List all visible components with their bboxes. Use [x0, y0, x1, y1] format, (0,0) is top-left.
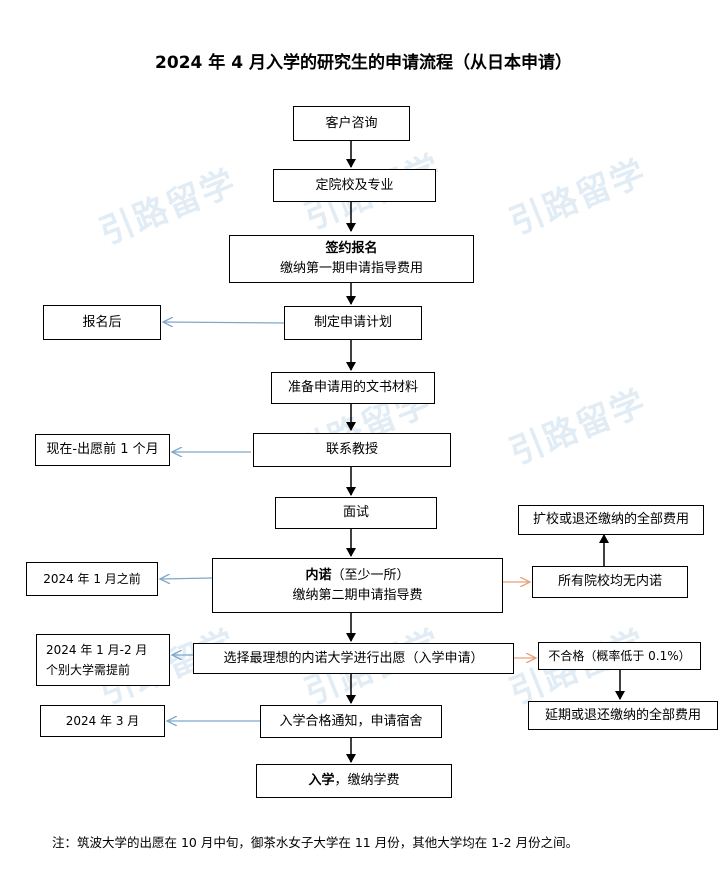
side-label: 所有院校均无内诺: [557, 574, 662, 589]
step-label: 定院校及专业: [315, 177, 394, 193]
arrow-left: [163, 322, 285, 323]
side-label: 不合格（概率低于 0.1%）: [548, 649, 691, 663]
side-after-signup: 报名后: [43, 305, 161, 340]
step-label: 内诺（至少一所）: [305, 566, 409, 586]
step-label: 选择最理想的内诺大学进行出愿（入学申请）: [223, 650, 484, 666]
step-enroll: 入学，缴纳学费: [256, 764, 452, 798]
step-label: 入学，缴纳学费: [308, 771, 399, 791]
step-admission: 入学合格通知，申请宿舍: [260, 705, 442, 738]
step-interview: 面试: [275, 497, 437, 529]
side-label: 个别大学需提前: [46, 663, 131, 677]
step-label: 准备申请用的文书材料: [287, 380, 418, 395]
side-label: 2024 年 3 月: [65, 714, 140, 728]
side-contact-time: 现在-出愿前 1 个月: [35, 434, 170, 466]
side-no-offer: 所有院校均无内诺: [532, 566, 688, 598]
step-apply: 选择最理想的内诺大学进行出愿（入学申请）: [193, 643, 514, 674]
step-label: 入学合格通知，申请宿舍: [279, 713, 423, 729]
side-label: 延期或退还缴纳的全部费用: [544, 707, 701, 723]
step-sign-up: 签约报名 缴纳第一期申请指导费用: [229, 235, 474, 283]
page-title: 2024 年 4 月入学的研究生的申请流程（从日本申请）: [155, 53, 572, 73]
side-expand-or-refund: 扩校或退还缴纳的全部费用: [518, 505, 704, 535]
step-label-rest: ，缴纳学费: [334, 773, 400, 788]
arrow-left: [160, 578, 213, 579]
step-label: 制定申请计划: [313, 315, 392, 330]
step-label: 缴纳第二期申请指导费: [292, 587, 423, 603]
side-label: 扩校或退还缴纳的全部费用: [532, 512, 689, 527]
side-label: 报名后: [82, 314, 122, 330]
step-label-bold: 内诺: [305, 567, 332, 583]
footnote: 注：筑波大学的出愿在 10 月中旬，御茶水女子大学在 11 月份，其他大学均在 …: [52, 835, 579, 850]
side-offer-time: 2024 年 1 月之前: [26, 562, 158, 596]
step-choose-school: 定院校及专业: [273, 169, 436, 202]
side-label: 2024 年 1 月-2 月: [46, 643, 148, 657]
step-plan: 制定申请计划: [284, 306, 422, 340]
side-label: 现在-出愿前 1 个月: [46, 442, 159, 457]
step-offer: 内诺（至少一所） 缴纳第二期申请指导费: [212, 558, 503, 613]
step-label: 联系教授: [325, 442, 378, 457]
step-consult: 客户咨询: [293, 106, 410, 141]
side-label: 2024 年 1 月之前: [43, 572, 141, 586]
step-label-bold: 签约报名: [325, 241, 378, 256]
side-admit-time: 2024 年 3 月: [40, 705, 165, 737]
step-documents: 准备申请用的文书材料: [271, 372, 435, 404]
side-apply-time: 2024 年 1 月-2 月 个别大学需提前: [36, 634, 170, 686]
step-label-bold: 入学: [308, 773, 335, 788]
side-fail: 不合格（概率低于 0.1%）: [538, 642, 701, 670]
step-label: 面试: [342, 505, 369, 520]
step-label: 缴纳第一期申请指导费用: [279, 261, 423, 276]
step-label-rest: （至少一所）: [331, 567, 410, 583]
side-delay-or-refund: 延期或退还缴纳的全部费用: [528, 701, 718, 730]
step-contact-professor: 联系教授: [253, 433, 451, 467]
step-label: 客户咨询: [325, 115, 378, 131]
